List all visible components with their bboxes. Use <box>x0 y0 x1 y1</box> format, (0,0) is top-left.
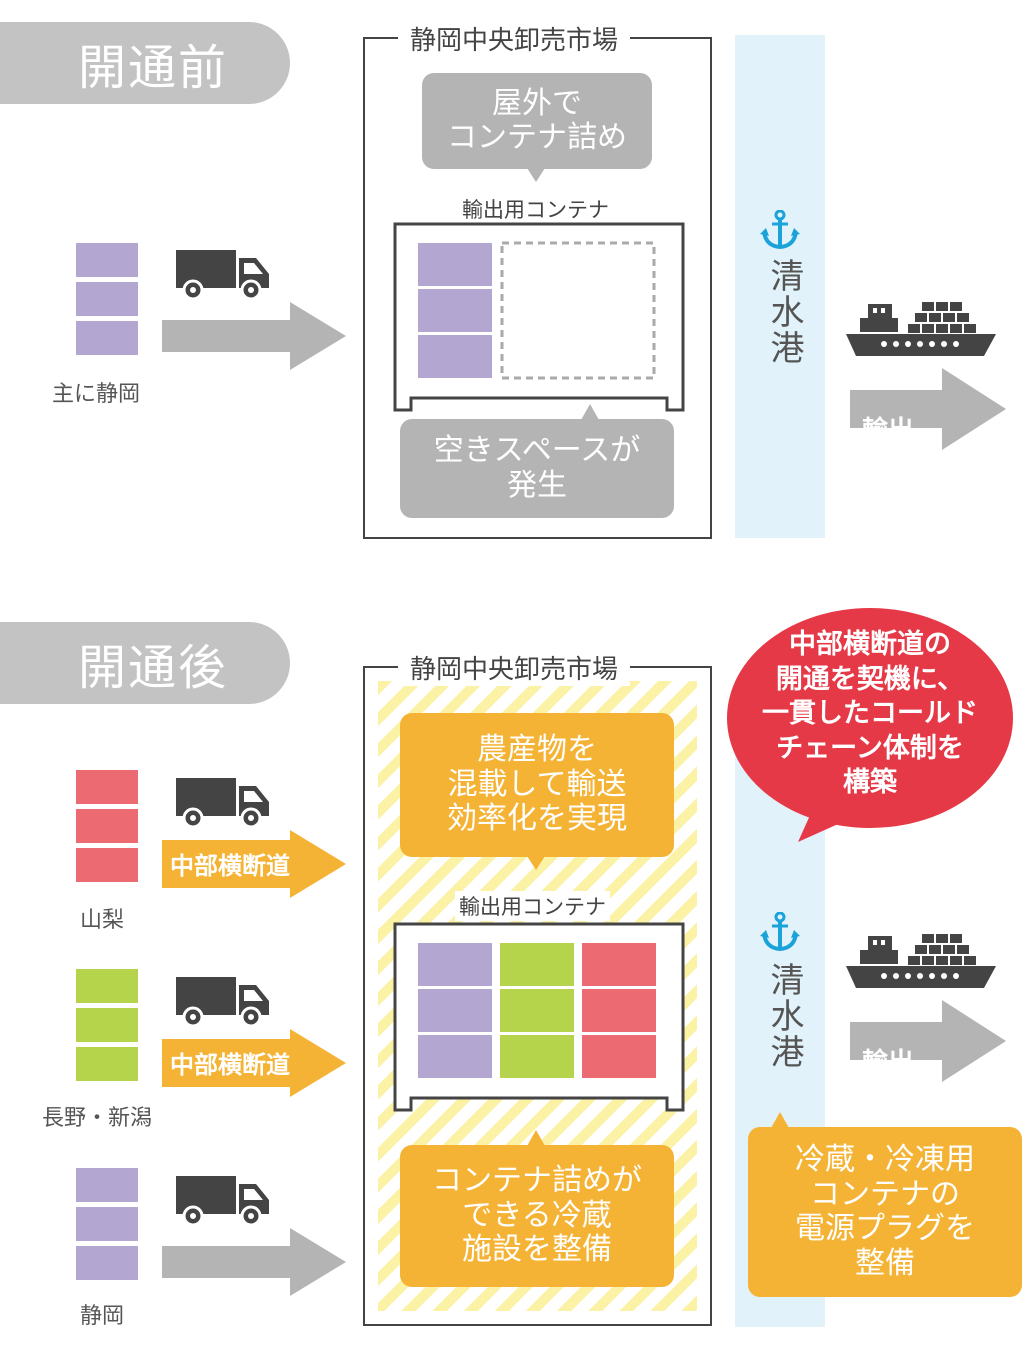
bubble-cold-facility: コンテナ詰めが できる冷蔵 施設を整備 <box>400 1145 674 1287</box>
export-label: 輸出 <box>862 1048 915 1078</box>
bubble-line: コンテナ詰めが <box>432 1163 642 1199</box>
crate <box>76 1047 138 1081</box>
callout-text: 中部横断道の 開通を契機に、 一貫したコールド チェーン体制を 構築 <box>744 628 996 801</box>
crate <box>76 1246 138 1280</box>
route-label: 中部横断道 <box>170 1051 290 1079</box>
section-tab-label: 開通後 <box>78 640 229 696</box>
bubble-line: 混載して輸送 <box>447 766 627 802</box>
export-container <box>393 922 685 1112</box>
origin-label: 静岡 <box>80 1304 125 1329</box>
section-tab-label: 開通前 <box>78 40 229 96</box>
cargo-ship-icon <box>846 300 996 358</box>
bubble-line: 冷蔵・冷凍用 <box>795 1142 975 1177</box>
bubble-line: 整備 <box>855 1245 915 1281</box>
crate <box>76 809 138 843</box>
market-title: 静岡中央卸売市場 <box>398 649 631 686</box>
anchor-icon <box>760 912 800 952</box>
callout-line: 開通を契機に、 <box>775 663 965 695</box>
bubble-line: 空きスペースが <box>433 433 641 468</box>
origin-label: 山梨 <box>80 908 125 933</box>
section-tab-after: 開通後 <box>0 622 290 704</box>
bubble-line: 電源プラグを <box>795 1211 975 1246</box>
callout-bubble <box>727 608 1013 842</box>
crate <box>76 848 138 882</box>
bubble-tail <box>581 404 599 420</box>
market-title: 静岡中央卸売市場 <box>398 20 631 57</box>
arrow-right-icon <box>162 1029 346 1097</box>
truck-icon <box>176 250 272 302</box>
crate <box>76 770 138 804</box>
callout-line: 構築 <box>843 767 897 799</box>
bubble-line: 施設を整備 <box>462 1232 612 1268</box>
crate <box>76 969 138 1003</box>
port-name: 清水港 <box>764 258 804 366</box>
origin-label: 長野・新潟 <box>42 1106 153 1131</box>
truck-icon <box>176 1176 272 1228</box>
crate <box>76 1168 138 1202</box>
route-label: 中部横断道 <box>170 852 290 880</box>
section-tab-before: 開通前 <box>0 22 290 104</box>
arrow-right-icon <box>850 368 1006 450</box>
arrow-right-icon <box>162 1228 346 1296</box>
bubble-line: できる冷蔵 <box>462 1197 612 1233</box>
truck-icon <box>176 977 272 1029</box>
bubble-tail <box>527 168 545 182</box>
anchor-icon <box>760 210 800 250</box>
bubble-empty-space: 空きスペースが 発生 <box>400 419 674 518</box>
arrow-right-icon <box>162 302 346 370</box>
bubble-mixed-loading: 農産物を 混載して輸送 効率化を実現 <box>400 713 674 857</box>
crate <box>76 243 138 277</box>
callout-line: 一貫したコールド <box>762 698 978 730</box>
export-container <box>393 222 685 412</box>
bubble-outdoor-packing: 屋外で コンテナ詰め <box>422 73 652 169</box>
bubble-tail <box>527 856 545 870</box>
bubble-power-plugs: 冷蔵・冷凍用 コンテナの 電源プラグを 整備 <box>748 1127 1022 1297</box>
crate <box>76 1008 138 1042</box>
arrow-right-icon <box>162 830 346 898</box>
bubble-line: 発生 <box>507 467 567 503</box>
origin-label: 主に静岡 <box>52 382 141 407</box>
port-name: 清水港 <box>764 962 804 1070</box>
bubble-line: 効率化を実現 <box>447 801 627 837</box>
bubble-tail <box>527 1130 545 1146</box>
crate <box>76 1207 138 1241</box>
bubble-line: 農産物を <box>477 732 597 768</box>
container-label: 輸出用コンテナ <box>455 891 610 921</box>
truck-icon <box>176 778 272 830</box>
port-band <box>735 35 825 538</box>
bubble-line: 屋外で <box>492 85 582 121</box>
callout-line: チェーン体制を <box>776 732 964 764</box>
arrow-right-icon <box>850 1000 1006 1082</box>
crate <box>76 321 138 355</box>
callout-line: 中部横断道の <box>789 629 951 660</box>
bubble-line: コンテナ詰め <box>447 120 627 155</box>
cargo-ship-icon <box>846 932 996 990</box>
bubble-tail <box>771 1112 789 1128</box>
crate <box>76 282 138 316</box>
export-label: 輸出 <box>862 416 915 446</box>
bubble-line: コンテナの <box>810 1176 960 1212</box>
container-label: 輸出用コンテナ <box>462 198 609 222</box>
